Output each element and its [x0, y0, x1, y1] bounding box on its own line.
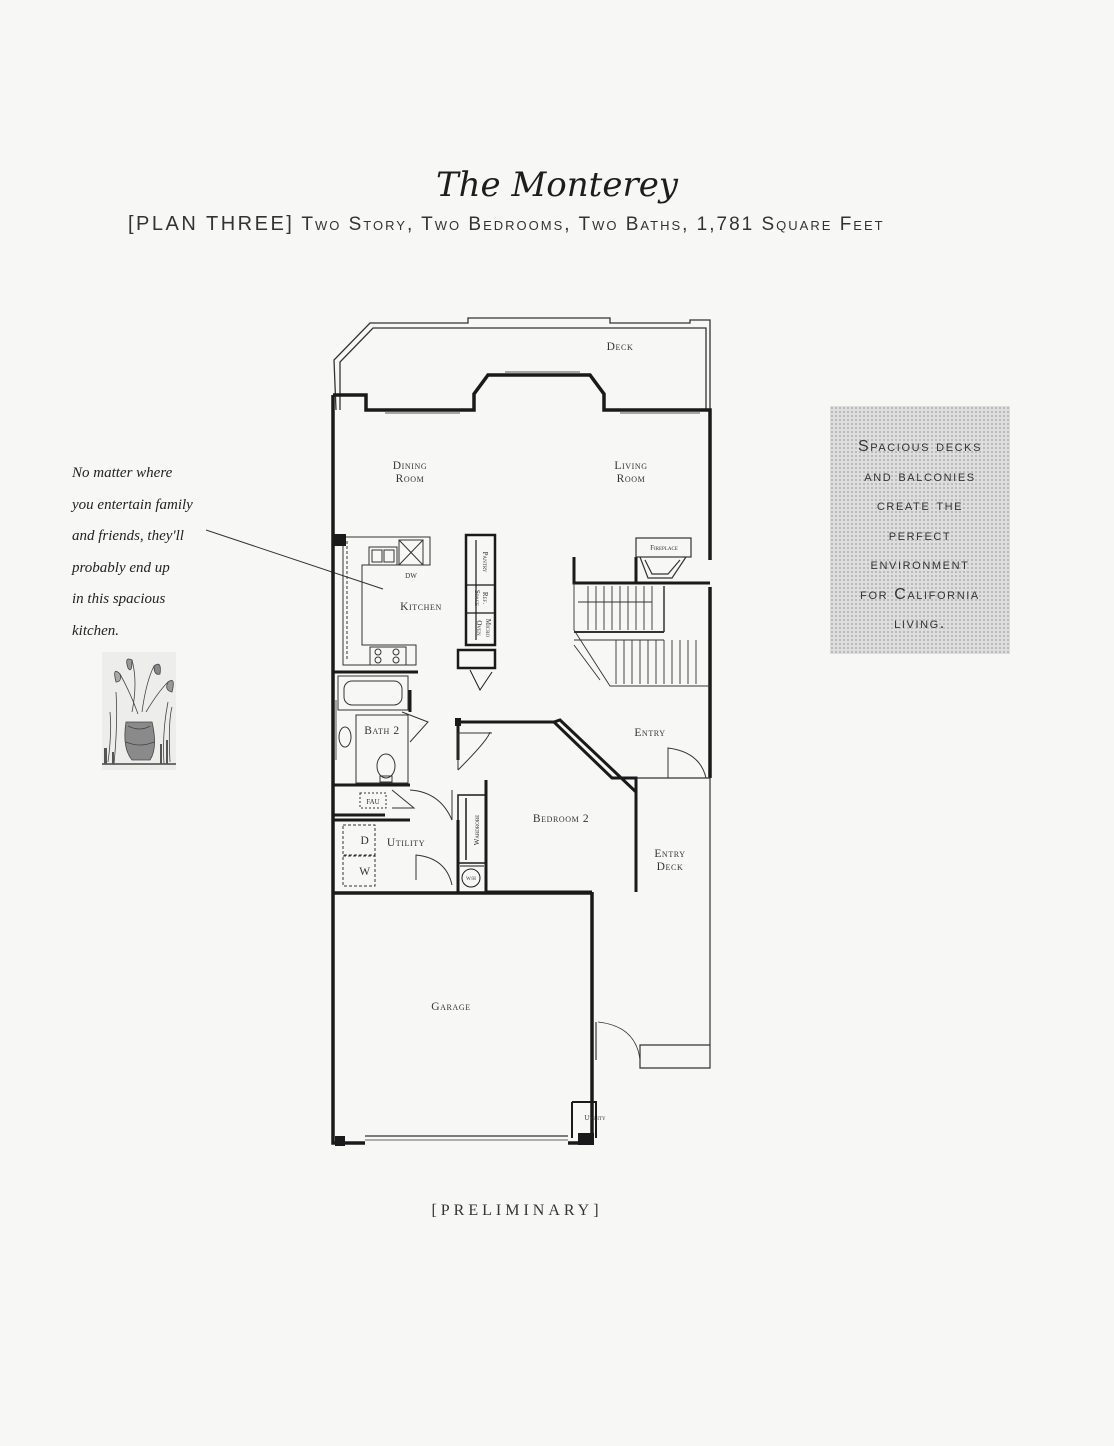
kitchen-label: Kitchen: [400, 601, 442, 613]
callout-text: Spacious decks and balconies create the …: [830, 432, 1010, 639]
page-title: The Monterey: [435, 165, 679, 205]
entry-deck-label-line2: Deck: [657, 861, 684, 873]
deck-label: Deck: [607, 341, 634, 353]
entry-label: Entry: [634, 727, 665, 739]
caption-line: in this spacious: [72, 591, 166, 607]
fireplace: [635, 537, 692, 579]
preliminary-footer: [PRELIMINARY]: [431, 1202, 603, 1219]
garage-utility-closet: [571, 1101, 597, 1138]
wardrobe-label: Wardrobe: [473, 815, 481, 846]
ref-space-label-line2: Space: [473, 590, 481, 606]
wardrobe: [457, 794, 487, 888]
callout-line: environment: [870, 556, 970, 573]
callout-line: create the: [876, 497, 964, 514]
fau-unit: [359, 792, 387, 809]
living-room-label-line1: Living: [614, 460, 647, 472]
callout-line: perfect: [888, 526, 952, 544]
garage-label: Garage: [431, 1001, 470, 1013]
callout-line: and balconies: [864, 467, 976, 485]
kitchen-caption: No matter where you entertain family and…: [72, 458, 272, 647]
living-room-label-line2: Room: [617, 473, 646, 485]
entry-deck-label-line1: Entry: [654, 848, 685, 860]
calla-lily-illustration: [102, 652, 176, 770]
plan-number: [PLAN THREE]: [128, 213, 295, 235]
ref-space-label-line1: Ref.: [481, 592, 489, 605]
caption-line: No matter where: [72, 465, 173, 481]
dining-room-label-line2: Room: [396, 473, 425, 485]
plan-subtitle: [PLAN THREE] Two Story, Two Bedrooms, Tw…: [128, 213, 885, 236]
callout-line: living.: [894, 615, 946, 632]
caption-line: you entertain family: [72, 496, 193, 513]
dishwasher-label: DW: [405, 572, 417, 580]
caption-line: and friends, they'll: [72, 528, 184, 544]
door-swings: [391, 711, 707, 886]
fau-label: FAU: [366, 798, 379, 806]
entry-deck-outline: [595, 777, 711, 1069]
dining-room-label-line1: Dining: [393, 460, 428, 472]
callout-line: for California: [860, 585, 980, 603]
pantry-cabinet: [456, 533, 497, 691]
caption-line: kitchen.: [72, 622, 120, 639]
fireplace-label: Fireplace: [650, 544, 678, 552]
staircase: [573, 583, 710, 687]
bath-fixtures: [337, 675, 409, 784]
caption-leader-line: [205, 529, 384, 590]
callout-line: Spacious decks: [857, 438, 983, 455]
water-heater-label: W/H: [466, 877, 476, 882]
micro-oven-label-line2: Oven: [475, 620, 483, 636]
caption-line: probably end up: [72, 559, 170, 576]
exterior-walls: [331, 373, 712, 1145]
pantry-label: Pantry: [481, 552, 489, 573]
deck-callout-box: Spacious decks and balconies create the …: [830, 406, 1010, 654]
kitchen-counters: [342, 536, 431, 666]
utility-label: Utility: [387, 837, 425, 849]
micro-oven-label-line1: Micro: [484, 619, 492, 638]
deck-outline: [333, 317, 711, 411]
washer-label: W: [359, 866, 370, 878]
plan-description: Two Story, Two Bedrooms, Two Baths, 1,78…: [301, 214, 885, 235]
garage-utility-label: Utility: [584, 1114, 606, 1122]
dryer-label: D: [361, 835, 370, 847]
washer-dryer: [342, 824, 376, 887]
bedroom-2-label: Bedroom 2: [533, 813, 589, 825]
bath-2-label: Bath 2: [364, 725, 399, 737]
